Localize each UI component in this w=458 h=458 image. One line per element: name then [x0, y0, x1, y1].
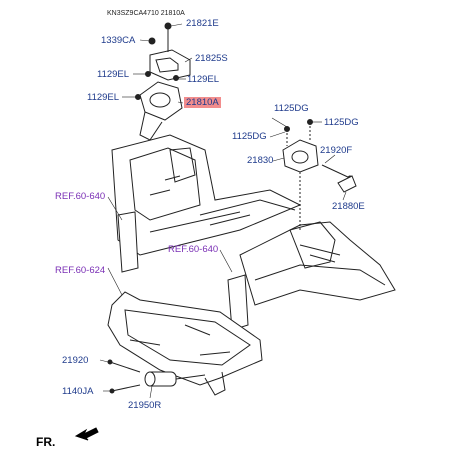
label-1129el-b[interactable]: 1129EL: [187, 74, 220, 85]
label-21810a[interactable]: 21810A: [184, 97, 221, 108]
label-21880e[interactable]: 21880E: [332, 201, 365, 212]
label-21825s[interactable]: 21825S: [195, 53, 228, 64]
bracket-21825s: [148, 22, 191, 81]
label-21950r[interactable]: 21950R: [128, 400, 162, 411]
ref-60-640-b[interactable]: REF.60-640: [168, 244, 219, 255]
leader-lines: [99, 23, 347, 399]
label-1125dg-a[interactable]: 1125DG: [274, 103, 309, 114]
label-21920[interactable]: 21920: [62, 355, 89, 366]
roll-mount-21950r: [107, 359, 206, 394]
label-1125dg-c[interactable]: 1125DG: [324, 117, 359, 128]
label-21830[interactable]: 21830: [247, 155, 274, 166]
label-1339ca[interactable]: 1339CA: [101, 35, 136, 46]
label-1129el-a[interactable]: 1129EL: [97, 69, 130, 80]
front-arrow-icon: [74, 427, 99, 441]
bolt-21920f: [321, 164, 357, 193]
label-21920f[interactable]: 21920F: [320, 145, 353, 156]
label-1129el-c[interactable]: 1129EL: [87, 92, 120, 103]
front-label: FR.: [36, 435, 56, 449]
label-1140ja[interactable]: 1140JA: [62, 386, 94, 397]
label-1125dg-b[interactable]: 1125DG: [232, 131, 267, 142]
engine-mount-21830: [282, 119, 319, 230]
engine-mount-21810a: [135, 71, 183, 141]
ref-60-624[interactable]: REF.60-624: [55, 265, 106, 276]
header-code: KN3SZ9CA4710 21810A: [107, 10, 185, 17]
label-21821e[interactable]: 21821E: [186, 18, 219, 29]
body-frame-right: [227, 221, 396, 331]
ref-60-640-a[interactable]: REF.60-640: [55, 191, 106, 202]
sub-frame: [107, 291, 263, 396]
